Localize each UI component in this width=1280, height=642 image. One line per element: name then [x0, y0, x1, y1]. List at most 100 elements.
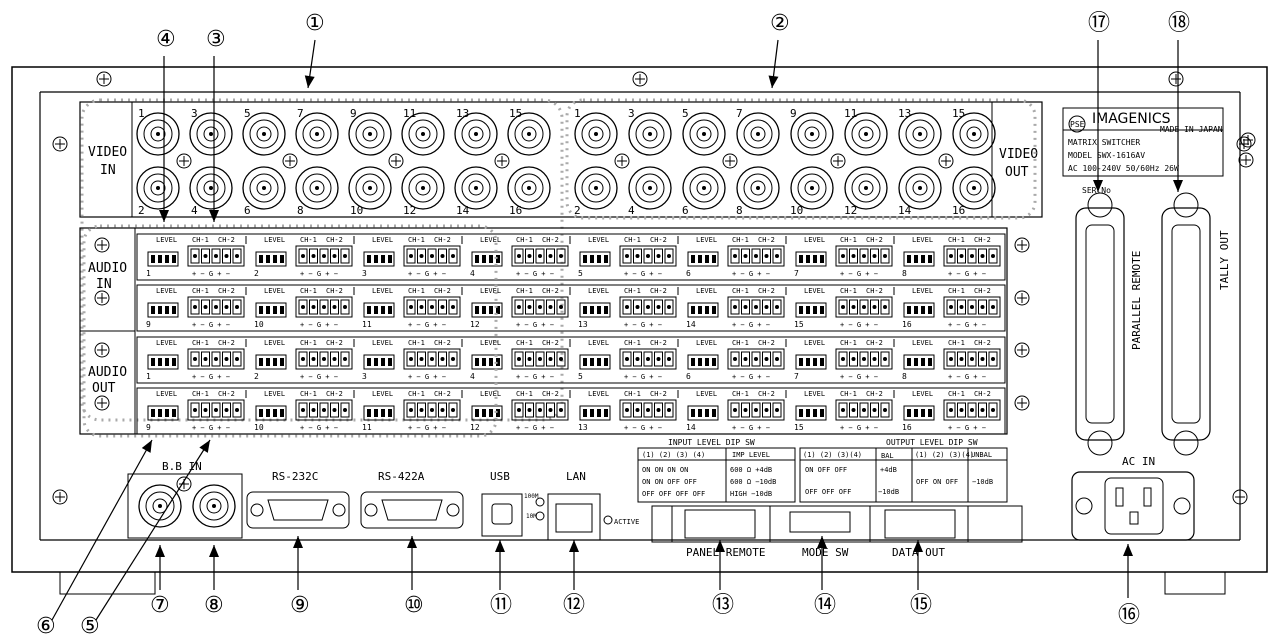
video-in-number: 2 [138, 204, 145, 217]
screw-icon [176, 153, 192, 169]
ch1-label: CH-1 [300, 390, 317, 398]
arrow-head [768, 75, 779, 88]
led-10m: 10M [526, 513, 537, 520]
svg-text:−10dB: −10dB [972, 478, 993, 486]
video-in-number: 1 [138, 107, 145, 120]
audio-terminal-block [295, 399, 353, 421]
svg-text:OFF OFF OFF: OFF OFF OFF [805, 488, 851, 496]
audio-terminal-block [511, 245, 569, 267]
video-in-number: 3 [191, 107, 198, 120]
level-dip-switch [363, 405, 395, 421]
callout-number: ⑤ [80, 614, 100, 639]
video-in-bnc [507, 112, 551, 156]
svg-text:+4dB: +4dB [880, 466, 897, 474]
level-label: LEVEL [156, 339, 177, 347]
level-dip-switch [795, 302, 827, 318]
svg-text:ON OFF OFF: ON OFF OFF [805, 466, 847, 474]
screw-icon [1014, 342, 1030, 358]
audio-terminal-block [187, 245, 245, 267]
video-out-number: 12 [844, 204, 857, 217]
arrow-head [407, 536, 417, 548]
svg-text:OUTPUT LEVEL DIP SW: OUTPUT LEVEL DIP SW [886, 438, 978, 447]
video-out-number: 2 [574, 204, 581, 217]
video-out-dotted-group [565, 98, 1037, 220]
screw-icon [52, 489, 68, 505]
level-label: LEVEL [588, 390, 609, 398]
ch2-label: CH-2 [542, 390, 559, 398]
screw-icon [94, 237, 110, 253]
screw-icon [52, 136, 68, 152]
video-panel [79, 101, 1043, 218]
usb-label: USB [490, 470, 510, 483]
video-in-number: 14 [456, 204, 470, 217]
level-dip-switch [795, 251, 827, 267]
chassis-outline [11, 66, 1268, 573]
arrow-head [304, 75, 315, 88]
pin-labels: + − G + − [408, 424, 446, 432]
ch2-label: CH-2 [866, 390, 883, 398]
arrow-head [141, 440, 152, 453]
pse-mark: PSE [1070, 120, 1085, 129]
audio-terminal-block [619, 245, 677, 267]
svg-text:(1) (2) (3)(4): (1) (2) (3)(4) [915, 451, 974, 459]
arrow-head [495, 540, 505, 552]
channel-number: 10 [254, 423, 264, 432]
pin-labels: + − G + − [732, 321, 770, 329]
level-dip-switch [255, 354, 287, 370]
level-label: LEVEL [696, 390, 717, 398]
screw-icon [1014, 395, 1030, 411]
level-dip-switch [903, 251, 935, 267]
parallel-remote-connector: PARALLEL REMOTE [1075, 192, 1143, 456]
video-out-bnc [898, 112, 942, 156]
channel-number: 2 [254, 372, 259, 381]
pin-labels: + − G + − [948, 270, 986, 278]
level-dip-switch [903, 405, 935, 421]
arrow-head [155, 545, 165, 557]
video-in-label-2: IN [100, 163, 116, 178]
ch2-label: CH-2 [218, 287, 235, 295]
screw-icon [94, 342, 110, 358]
foot-right [1164, 571, 1226, 595]
video-out-number: 4 [628, 204, 635, 217]
svg-text:−10dB: −10dB [878, 488, 899, 496]
callout-number: ⑨ [290, 593, 310, 618]
rs422a-label: RS-422A [378, 470, 425, 483]
callout-number: ⑬ [712, 593, 734, 618]
audio-terminal-block [943, 399, 1001, 421]
channel-number: 3 [362, 269, 367, 278]
led-100m: 100M [524, 493, 539, 500]
video-in-number: 7 [297, 107, 304, 120]
svg-text:ON ON OFF OFF: ON ON OFF OFF [642, 478, 697, 486]
video-out-bnc [844, 166, 888, 210]
level-dip-switch [579, 405, 611, 421]
pin-labels: + − G + − [732, 270, 770, 278]
callout-number: ⑫ [563, 593, 585, 618]
video-out-label: VIDEO [999, 147, 1038, 162]
ch2-label: CH-2 [434, 390, 451, 398]
svg-text:600 Ω −10dB: 600 Ω −10dB [730, 478, 776, 486]
audio-in-label: AUDIO [88, 261, 127, 276]
video-out-bnc [682, 112, 726, 156]
audio-terminal-block [187, 296, 245, 318]
channel-number: 15 [794, 423, 804, 432]
level-dip-switch [147, 302, 179, 318]
level-label: LEVEL [156, 236, 177, 244]
plate-line-3: AC 100-240V 50/60Hz 26W [1068, 164, 1179, 173]
output-level-dip-table: OUTPUT LEVEL DIP SW BAL (1) (2) (3)(4) O… [799, 438, 1008, 503]
ch1-label: CH-1 [516, 287, 533, 295]
channel-number: 13 [578, 320, 588, 329]
level-label: LEVEL [588, 287, 609, 295]
level-label: LEVEL [804, 339, 825, 347]
arrow-head [293, 536, 303, 548]
screw-icon [1014, 290, 1030, 306]
level-dip-switch [579, 251, 611, 267]
ch1-label: CH-1 [516, 390, 533, 398]
rs422a-port [360, 491, 464, 529]
level-dip-switch [255, 302, 287, 318]
ch2-label: CH-2 [542, 236, 559, 244]
level-label: LEVEL [696, 236, 717, 244]
ch2-label: CH-2 [758, 339, 775, 347]
channel-number: 12 [470, 423, 480, 432]
rs232c-label: RS-232C [272, 470, 318, 483]
bb-in-bnc [138, 484, 236, 528]
